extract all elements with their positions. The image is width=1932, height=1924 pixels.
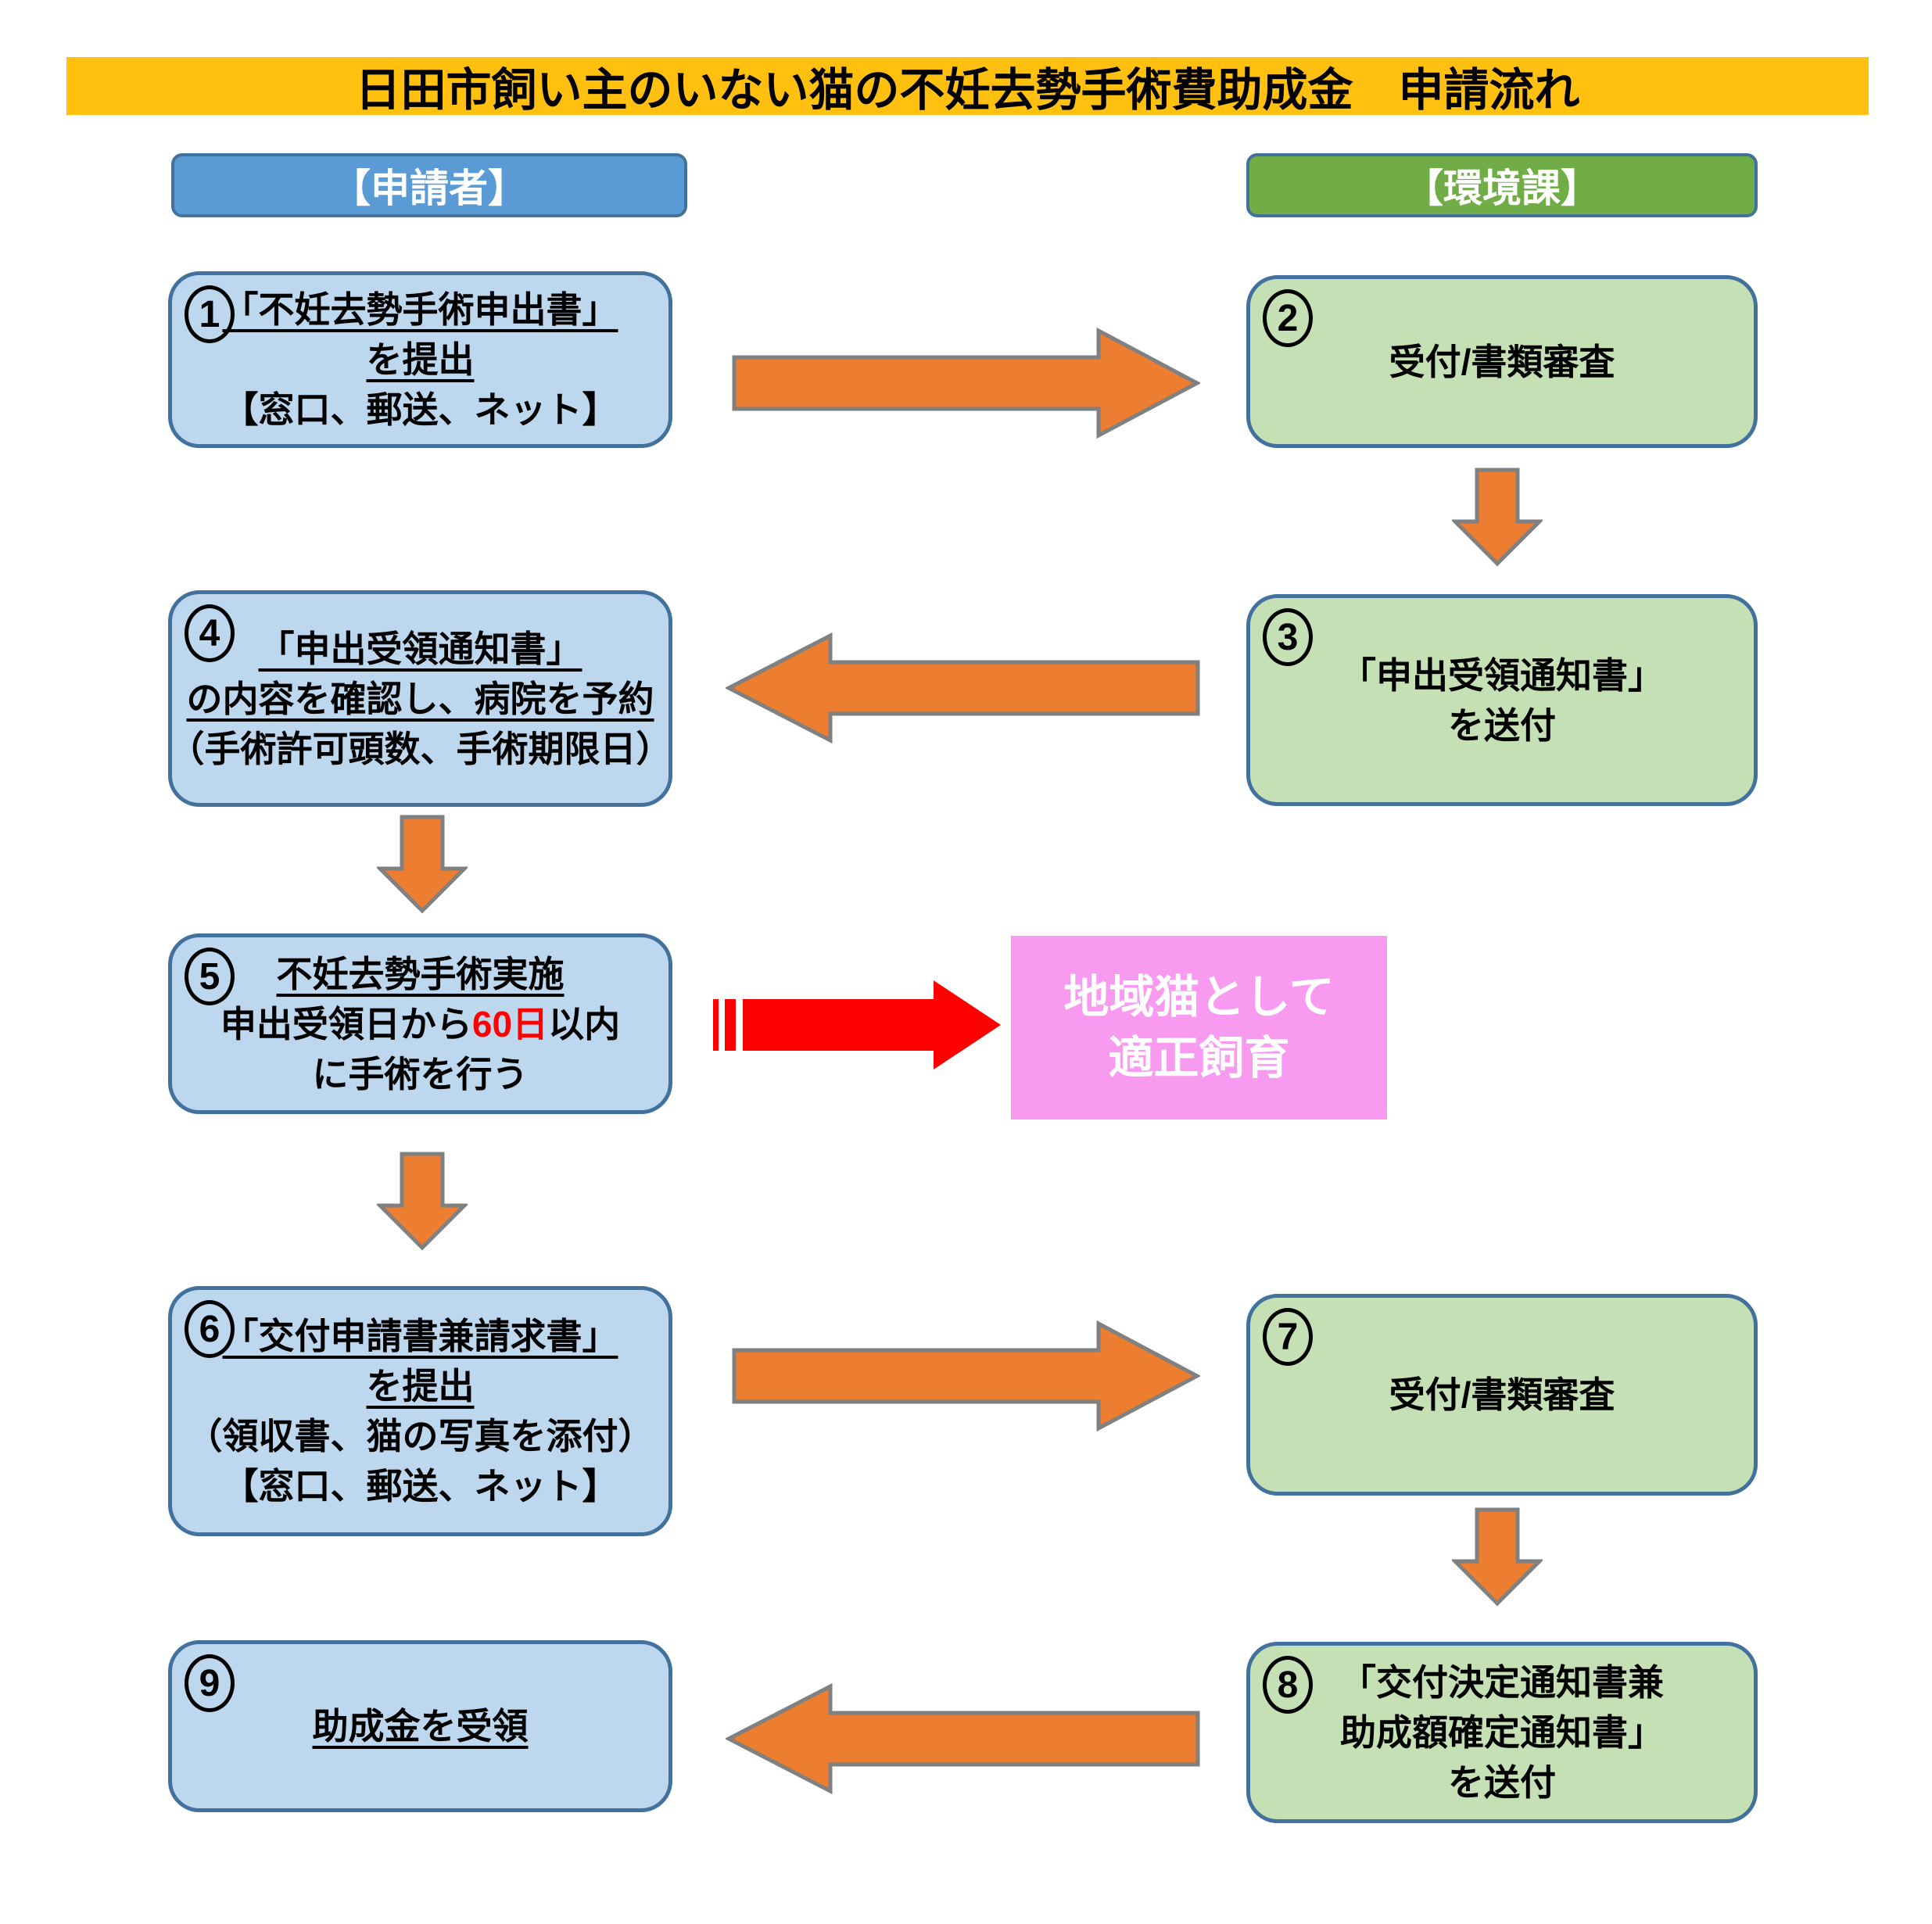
- step-6-line-4: 【窓口、郵送、ネット】: [222, 1466, 618, 1507]
- step-8-line-1: 「交付決定通知書兼: [1340, 1662, 1664, 1703]
- step-4-box: 4 「申出受領通知書」 の内容を確認し、病院を予約 （手術許可頭数、手術期限日）: [168, 590, 672, 807]
- page-title: 日田市飼い主のいない猫の不妊去勢手術費助成金 申請流れ: [355, 65, 1580, 116]
- step-9-number: 9: [185, 1654, 235, 1712]
- step-1-line-3: 【窓口、郵送、ネット】: [222, 389, 618, 430]
- down-arrow-7-to-8: [1452, 1507, 1543, 1607]
- step-6-line-2: を提出: [366, 1366, 475, 1406]
- step-4-line-1: 「申出受領通知書」: [258, 628, 582, 669]
- environment-column-header: 【環境課】: [1246, 153, 1758, 217]
- community-cat-line-2: 適正飼育: [1108, 1032, 1290, 1084]
- step-5-line-1: 不妊去勢手術実施: [276, 953, 565, 994]
- down-arrow-4-to-5: [377, 815, 468, 914]
- environment-column-label: 【環境課】: [1404, 167, 1600, 210]
- step-2-line-1: 受付/書類審査: [1389, 341, 1615, 382]
- step-2-box: 2 受付/書類審査: [1246, 275, 1758, 448]
- step-4-line-3: （手術許可頭数、手術期限日）: [168, 728, 672, 769]
- community-cat-line-1: 地域猫として: [1063, 971, 1335, 1023]
- step-1-line-1: 「不妊去勢手術申出書」: [222, 289, 618, 330]
- step-8-line-3: を送付: [1448, 1762, 1556, 1803]
- community-cat-box: 地域猫として 適正飼育: [1011, 936, 1387, 1120]
- step-6-number: 6: [185, 1300, 235, 1358]
- down-arrow-2-to-3: [1452, 468, 1543, 567]
- step-9-box: 9 助成金を受領: [168, 1640, 672, 1812]
- step-7-number: 7: [1263, 1308, 1313, 1366]
- step-9-line-1: 助成金を受領: [312, 1706, 529, 1747]
- step-6-line-3: （領収書、猫の写真を添付）: [186, 1416, 654, 1456]
- step-5-line-2: 申出受領日から60日以内: [220, 999, 620, 1049]
- step-5-line-2-suffix: 以内: [548, 1003, 621, 1044]
- step-3-number: 3: [1263, 608, 1313, 666]
- step-6-line-1: 「交付申請書兼請求書」: [222, 1316, 618, 1356]
- step-5-line-3: に手術を行う: [312, 1053, 529, 1095]
- down-arrow-5-to-6: [377, 1152, 468, 1251]
- step-4-number: 4: [185, 604, 235, 662]
- step-3-box: 3 「申出受領通知書」 を送付: [1246, 594, 1758, 806]
- step-3-line-1: 「申出受領通知書」: [1340, 654, 1664, 696]
- step-5-number: 5: [185, 948, 235, 1005]
- step-2-number: 2: [1263, 289, 1313, 347]
- step-8-line-2: 助成額確定通知書」: [1340, 1712, 1664, 1753]
- step-5-deadline-highlight: 60日: [471, 1003, 549, 1044]
- step-8-number: 8: [1263, 1656, 1313, 1714]
- step-6-box: 6 「交付申請書兼請求書」 を提出 （領収書、猫の写真を添付） 【窓口、郵送、ネ…: [168, 1286, 672, 1536]
- step-7-line-1: 受付/書類審査: [1389, 1374, 1615, 1415]
- step-8-box: 8 「交付決定通知書兼 助成額確定通知書」 を送付: [1246, 1642, 1758, 1823]
- step-5-line-2-prefix: 申出受領日から: [220, 1003, 472, 1044]
- applicant-column-label: 【申請者】: [332, 167, 527, 210]
- step-5-box: 5 不妊去勢手術実施 申出受領日から60日以内 に手術を行う: [168, 933, 672, 1114]
- red-striped-arrow-5-to-community-cat: [713, 980, 1001, 1069]
- right-arrow-6-to-7: [732, 1320, 1200, 1431]
- title-banner: 日田市飼い主のいない猫の不妊去勢手術費助成金 申請流れ: [66, 57, 1869, 116]
- right-arrow-1-to-2: [732, 328, 1200, 439]
- step-1-number: 1: [185, 285, 235, 343]
- left-arrow-3-to-4: [726, 632, 1200, 743]
- step-1-line-2: を提出: [366, 339, 475, 380]
- step-7-box: 7 受付/書類審査: [1246, 1294, 1758, 1496]
- step-4-line-2: の内容を確認し、病院を予約: [186, 678, 654, 719]
- left-arrow-8-to-9: [726, 1683, 1200, 1794]
- step-3-line-2: を送付: [1448, 704, 1556, 746]
- step-1-box: 1 「不妊去勢手術申出書」 を提出 【窓口、郵送、ネット】: [168, 271, 672, 448]
- applicant-column-header: 【申請者】: [171, 153, 687, 217]
